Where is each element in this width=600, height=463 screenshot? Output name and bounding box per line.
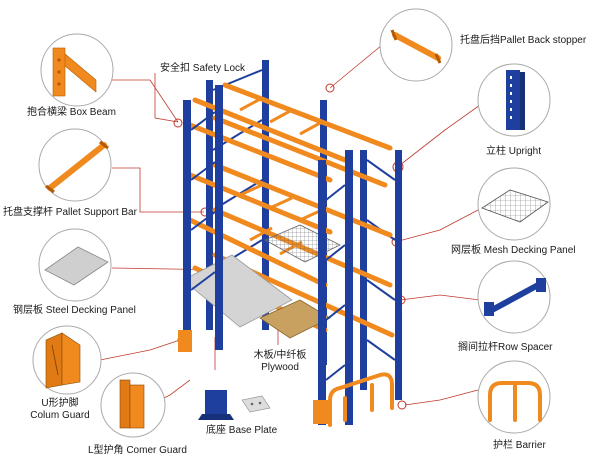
back-stopper-icon	[390, 29, 442, 64]
rack-front-bracing	[190, 111, 346, 381]
row-spacer-icon	[484, 278, 546, 316]
corner-guard-icon	[119, 379, 145, 429]
base-plate-grey-icon	[241, 395, 271, 413]
leader-support-bar	[112, 167, 204, 213]
callout-row-spacer	[477, 260, 551, 334]
leader-mesh	[394, 209, 479, 243]
barrier-icon	[488, 381, 542, 422]
label-barrier: 护栏 Barrier	[493, 440, 546, 451]
rack-column-guards	[178, 330, 329, 424]
leader-back-stopper	[329, 44, 383, 89]
callout-corner-guard	[100, 372, 166, 438]
support-bar-icon	[45, 140, 109, 194]
base-plate-blue-icon	[198, 390, 234, 420]
leader-safety-lock	[154, 73, 179, 123]
label-row-spacer: 搁间拉杆Row Spacer	[458, 342, 553, 353]
mesh-panel-icon	[481, 189, 549, 223]
callout-back-stopper	[379, 8, 453, 82]
base-plate-icons	[198, 390, 271, 420]
leader-barrier	[404, 389, 479, 406]
callout-column-guard	[32, 325, 102, 395]
rack-front-uprights	[183, 85, 402, 425]
label-upright: 立柱 Upright	[486, 146, 542, 157]
label-column-guard-en: Colum Guard	[30, 410, 90, 421]
label-mesh-decking-panel: 网层板 Mesh Decking Panel	[451, 245, 576, 256]
rack-structure	[178, 60, 402, 427]
label-plywood-cn: 木板/中纤板	[253, 350, 307, 361]
leader-box-beam	[112, 79, 179, 123]
label-safety-lock: 安全扣 Safety Lock	[160, 63, 246, 74]
leader-row-spacer	[399, 294, 481, 301]
label-pallet-support-bar: 托盘支撑杆 Pallet Support Bar	[3, 207, 137, 218]
label-plywood-en: Plywood	[261, 362, 299, 373]
label-box-beam: 抱合横梁 Box Beam	[27, 107, 116, 118]
label-steel-decking-panel: 钢层板 Steel Decking Panel	[13, 305, 136, 316]
leader-upright	[399, 104, 481, 166]
leader-column-guard	[99, 339, 181, 361]
callout-steel-panel	[38, 228, 112, 302]
u-guard-icon	[45, 332, 81, 389]
label-column-guard-cn: U形护脚	[41, 398, 79, 409]
upright-icon	[506, 70, 525, 130]
rack-barrier	[328, 372, 394, 427]
callout-support-bar	[38, 128, 112, 202]
label-corner-guard: L型护角 Comer Guard	[88, 445, 187, 456]
label-pallet-back-stopper: 托盘后挡Pallet Back stopper	[460, 35, 587, 46]
label-base-plate: 底座 Base Plate	[206, 425, 278, 436]
callout-barrier	[477, 360, 551, 434]
callout-box-beam	[40, 33, 114, 107]
callout-upright	[477, 63, 551, 137]
steel-panel-icon	[44, 246, 109, 286]
callout-mesh-panel	[477, 167, 551, 241]
box-beam-icon	[52, 47, 97, 97]
